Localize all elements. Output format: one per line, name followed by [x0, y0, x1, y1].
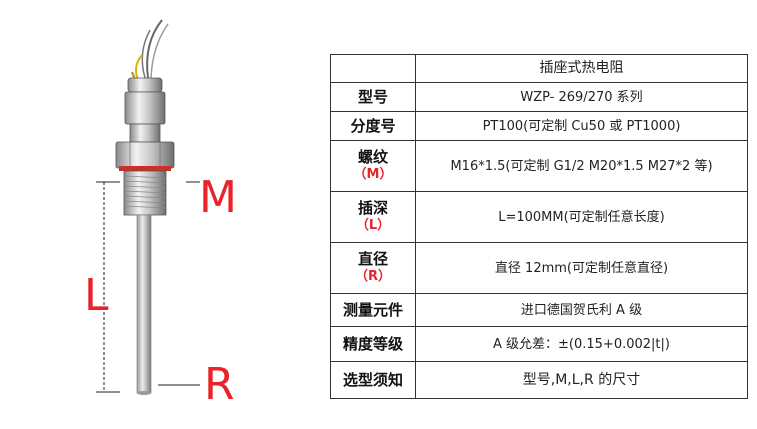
- probe-rod: [136, 214, 152, 394]
- row-label-thread: 螺纹 （M）: [330, 140, 416, 192]
- dimension-lines: [96, 181, 200, 393]
- header-blank-cell: [330, 54, 416, 83]
- dimension-label-m: M: [199, 172, 237, 223]
- row-value: 进口德国贺氏利 A 级: [415, 293, 748, 327]
- table-title: 插座式热电阻: [415, 54, 748, 83]
- lead-wires: [131, 19, 169, 83]
- table-row-accuracy: 精度等级 A 级允差：±(0.15+0.002|t|): [330, 326, 748, 362]
- row-value: PT100(可定制 Cu50 或 PT1000): [415, 111, 748, 141]
- table-header-row: 插座式热电阻: [330, 54, 748, 83]
- table-row-depth: 插深 （L） L=100MM(可定制任意长度): [330, 191, 748, 243]
- row-label: 分度号: [330, 111, 416, 141]
- row-label: 测量元件: [330, 293, 416, 327]
- row-label-depth: 插深 （L）: [330, 191, 416, 243]
- row-label: 插深: [357, 199, 388, 217]
- hex-nut: [115, 141, 175, 171]
- thread: [123, 170, 167, 216]
- row-label-diameter: 直径 （R）: [330, 242, 416, 294]
- row-label: 螺纹: [357, 148, 388, 166]
- table-row-diameter: 直径 （R） 直径 12mm(可定制任意直径): [330, 242, 748, 294]
- dimension-label-l: L: [84, 270, 109, 321]
- row-sublabel: （R）: [354, 269, 391, 284]
- dimension-label-r: R: [204, 359, 235, 410]
- row-value: WZP- 269/270 系列: [415, 82, 748, 112]
- row-label: 选型须知: [330, 361, 416, 399]
- table-row-selection: 选型须知 型号,M,L,R 的尺寸: [330, 361, 748, 399]
- table-row-thread: 螺纹 （M） M16*1.5(可定制 G1/2 M20*1.5 M27*2 等): [330, 140, 748, 192]
- row-sublabel: （M）: [353, 167, 393, 182]
- row-sublabel: （L）: [355, 218, 391, 233]
- row-value: L=100MM(可定制任意长度): [415, 191, 748, 243]
- table-row-model: 型号 WZP- 269/270 系列: [330, 82, 748, 112]
- row-value: M16*1.5(可定制 G1/2 M20*1.5 M27*2 等): [415, 140, 748, 192]
- row-value: 型号,M,L,R 的尺寸: [415, 361, 748, 399]
- table-row-element: 测量元件 进口德国贺氏利 A 级: [330, 293, 748, 327]
- row-label: 直径: [357, 250, 388, 268]
- row-label: 精度等级: [330, 326, 416, 362]
- row-value: A 级允差：±(0.15+0.002|t|): [415, 326, 748, 362]
- cable-gland: [124, 77, 166, 143]
- row-label: 型号: [330, 82, 416, 112]
- row-value: 直径 12mm(可定制任意直径): [415, 242, 748, 294]
- table-row-graduation: 分度号 PT100(可定制 Cu50 或 PT1000): [330, 111, 748, 141]
- spec-table: 插座式热电阻 型号 WZP- 269/270 系列 分度号 PT100(可定制 …: [330, 54, 748, 399]
- probe-tip: [137, 391, 151, 395]
- product-photo: [96, 19, 200, 395]
